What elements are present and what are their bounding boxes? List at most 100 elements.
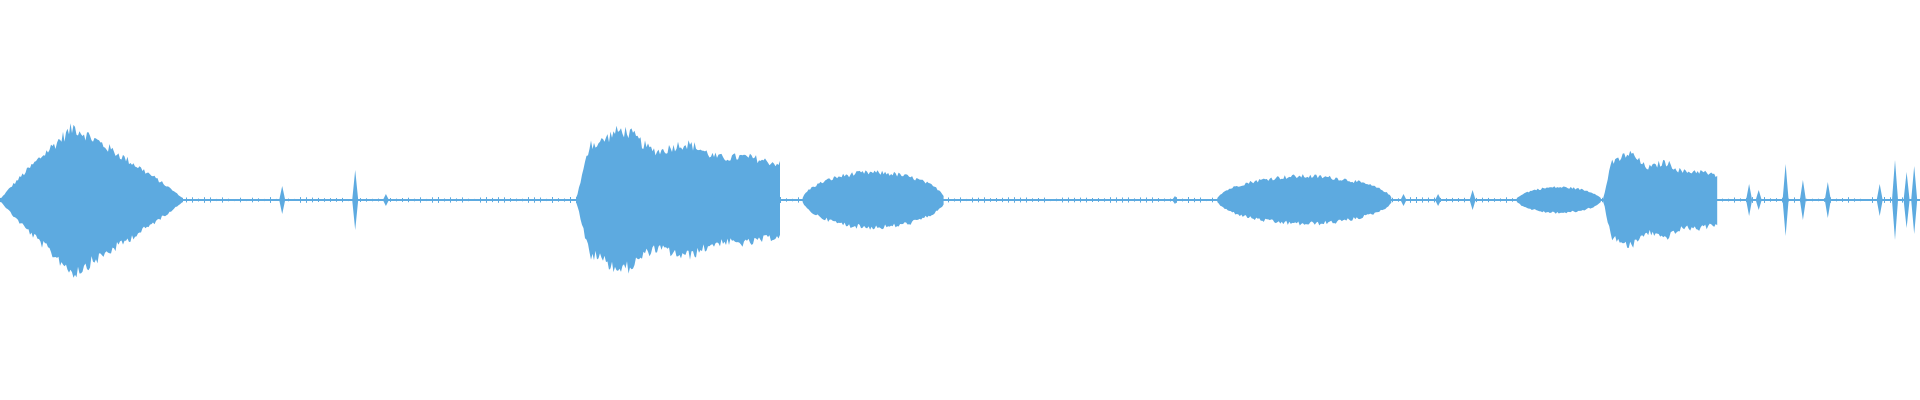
waveform-segment bbox=[1217, 174, 1392, 226]
waveform-noise bbox=[246, 199, 247, 202]
waveform-noise bbox=[360, 198, 361, 202]
waveform-noise bbox=[294, 198, 295, 201]
waveform-noise bbox=[354, 198, 355, 202]
waveform-noise bbox=[228, 198, 229, 202]
waveform-noise bbox=[498, 197, 499, 203]
waveform-noise bbox=[108, 197, 109, 203]
waveform-noise bbox=[1740, 198, 1741, 202]
waveform-noise bbox=[768, 197, 769, 203]
waveform-noise bbox=[492, 197, 493, 203]
waveform-noise bbox=[1044, 197, 1045, 203]
waveform-noise bbox=[990, 198, 991, 202]
waveform-noise bbox=[534, 197, 535, 203]
waveform-noise bbox=[1152, 197, 1153, 203]
waveform-noise bbox=[1692, 197, 1693, 203]
waveform-noise bbox=[1350, 198, 1351, 202]
waveform-noise bbox=[1218, 197, 1219, 203]
waveform-noise bbox=[816, 197, 817, 203]
waveform-noise bbox=[1428, 197, 1429, 203]
waveform-noise bbox=[1722, 198, 1723, 202]
waveform-noise bbox=[630, 197, 631, 203]
waveform-noise bbox=[1788, 198, 1789, 202]
waveform-noise bbox=[1002, 197, 1003, 203]
waveform-noise bbox=[1182, 198, 1183, 202]
waveform-noise bbox=[1590, 198, 1591, 202]
waveform-noise bbox=[1332, 197, 1333, 203]
waveform-noise bbox=[564, 198, 565, 202]
waveform-noise bbox=[972, 197, 973, 203]
waveform-noise bbox=[720, 198, 721, 202]
waveform-noise bbox=[120, 197, 121, 203]
waveform-noise bbox=[1578, 197, 1579, 203]
waveform-noise bbox=[570, 197, 571, 203]
waveform-noise bbox=[312, 197, 313, 203]
waveform-noise bbox=[204, 197, 205, 203]
waveform-noise bbox=[114, 198, 115, 202]
waveform-noise bbox=[1158, 198, 1159, 202]
waveform-noise bbox=[888, 198, 889, 202]
waveform-segment bbox=[1603, 150, 1718, 248]
waveform-noise bbox=[210, 197, 211, 203]
waveform-noise bbox=[1686, 198, 1687, 202]
waveform-spike bbox=[1435, 194, 1442, 206]
waveform-noise bbox=[1248, 197, 1249, 203]
waveform-noise bbox=[1386, 197, 1387, 203]
waveform-noise bbox=[276, 198, 277, 201]
waveform-noise bbox=[510, 198, 511, 202]
waveform-noise bbox=[966, 198, 967, 202]
waveform-noise bbox=[1608, 198, 1609, 202]
waveform-noise bbox=[1644, 197, 1645, 202]
waveform-noise bbox=[1584, 198, 1585, 202]
waveform-noise bbox=[474, 198, 475, 201]
waveform-noise bbox=[1764, 197, 1765, 203]
waveform-noise bbox=[906, 198, 907, 202]
waveform-noise bbox=[936, 198, 937, 202]
waveform-noise bbox=[342, 197, 343, 203]
waveform-noise bbox=[336, 198, 337, 202]
waveform-noise bbox=[1836, 198, 1837, 202]
waveform-noise bbox=[672, 197, 673, 203]
waveform-noise bbox=[1362, 198, 1363, 202]
waveform-noise bbox=[1830, 197, 1831, 203]
waveform-spike bbox=[1892, 160, 1898, 240]
waveform-noise bbox=[1596, 197, 1597, 203]
waveform-noise bbox=[1488, 197, 1489, 203]
waveform-noise bbox=[42, 198, 43, 201]
waveform-noise bbox=[1140, 197, 1141, 203]
waveform-noise bbox=[1704, 197, 1705, 203]
waveform-noise bbox=[504, 197, 505, 203]
waveform-noise bbox=[822, 198, 823, 202]
waveform-noise bbox=[1638, 197, 1639, 203]
waveform-noise bbox=[828, 198, 829, 202]
waveform-noise bbox=[744, 197, 745, 203]
waveform-noise bbox=[1512, 198, 1513, 202]
waveform-noise bbox=[1806, 198, 1807, 202]
waveform-noise bbox=[1092, 198, 1093, 202]
waveform-noise bbox=[1632, 198, 1633, 202]
waveform-noise bbox=[852, 197, 853, 203]
waveform-noise bbox=[666, 198, 667, 202]
waveform-noise bbox=[138, 198, 139, 202]
waveform-noise bbox=[1278, 198, 1279, 202]
waveform-noise bbox=[24, 198, 25, 202]
waveform-noise bbox=[30, 198, 31, 202]
waveform-noise bbox=[420, 197, 421, 203]
waveform-noise bbox=[384, 198, 385, 202]
waveform-noise bbox=[300, 197, 301, 203]
waveform-noise bbox=[1188, 197, 1189, 203]
waveform-noise bbox=[1614, 198, 1615, 202]
waveform-noise bbox=[858, 198, 859, 202]
waveform-noise bbox=[576, 197, 577, 203]
waveform-noise bbox=[438, 197, 439, 203]
waveform-noise bbox=[924, 197, 925, 203]
waveform-noise bbox=[1068, 197, 1069, 203]
waveform-noise bbox=[1032, 198, 1033, 202]
waveform-noise bbox=[1056, 198, 1057, 202]
waveform-noise bbox=[702, 197, 703, 203]
waveform-noise bbox=[240, 197, 241, 203]
waveform-spike bbox=[1172, 196, 1178, 204]
waveform-noise bbox=[1266, 197, 1267, 203]
waveform-noise bbox=[1746, 197, 1747, 203]
waveform-noise bbox=[798, 197, 799, 203]
